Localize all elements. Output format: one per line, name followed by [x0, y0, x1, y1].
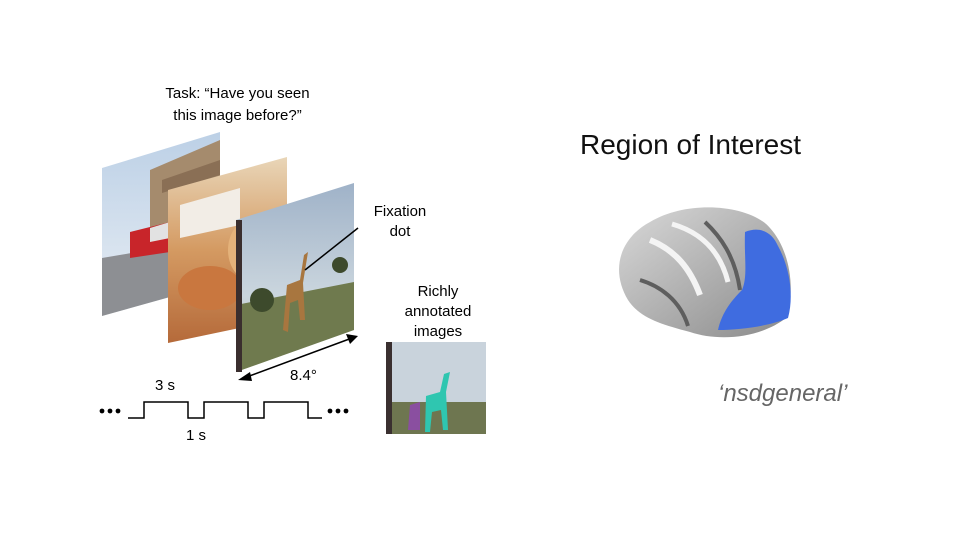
- annotated-label-line1: Richly: [417, 283, 459, 300]
- annotated-label-line3: images: [413, 323, 463, 340]
- giraffe-field-icon: [236, 183, 354, 372]
- roi-name: ‘nsdgeneral’: [718, 380, 848, 407]
- annotated-giraffe-icon: [386, 342, 486, 434]
- fixation-label: Fixation dot: [360, 202, 440, 242]
- annotated-label-line2: annotated: [404, 303, 472, 320]
- fixation-label-line1: Fixation: [373, 203, 427, 220]
- timing-diagram: [99, 401, 349, 419]
- task-caption: Task: “Have you seen this image before?”: [120, 83, 355, 127]
- fixation-pointer: [304, 227, 359, 271]
- brain-roi-icon: [619, 207, 791, 338]
- annotated-images-label: Richly annotated images: [398, 282, 478, 342]
- timing-off-label: 1 s: [186, 427, 207, 444]
- timing-on-label: 3 s: [155, 377, 176, 394]
- visual-angle-label: 8.4°: [290, 367, 317, 384]
- task-caption-line2: this image before?”: [173, 107, 302, 124]
- visual-angle-arrow: [238, 334, 358, 381]
- task-caption-line1: Task: “Have you seen: [165, 85, 310, 102]
- roi-title: Region of Interest: [580, 129, 802, 160]
- fixation-label-line2: dot: [389, 223, 411, 240]
